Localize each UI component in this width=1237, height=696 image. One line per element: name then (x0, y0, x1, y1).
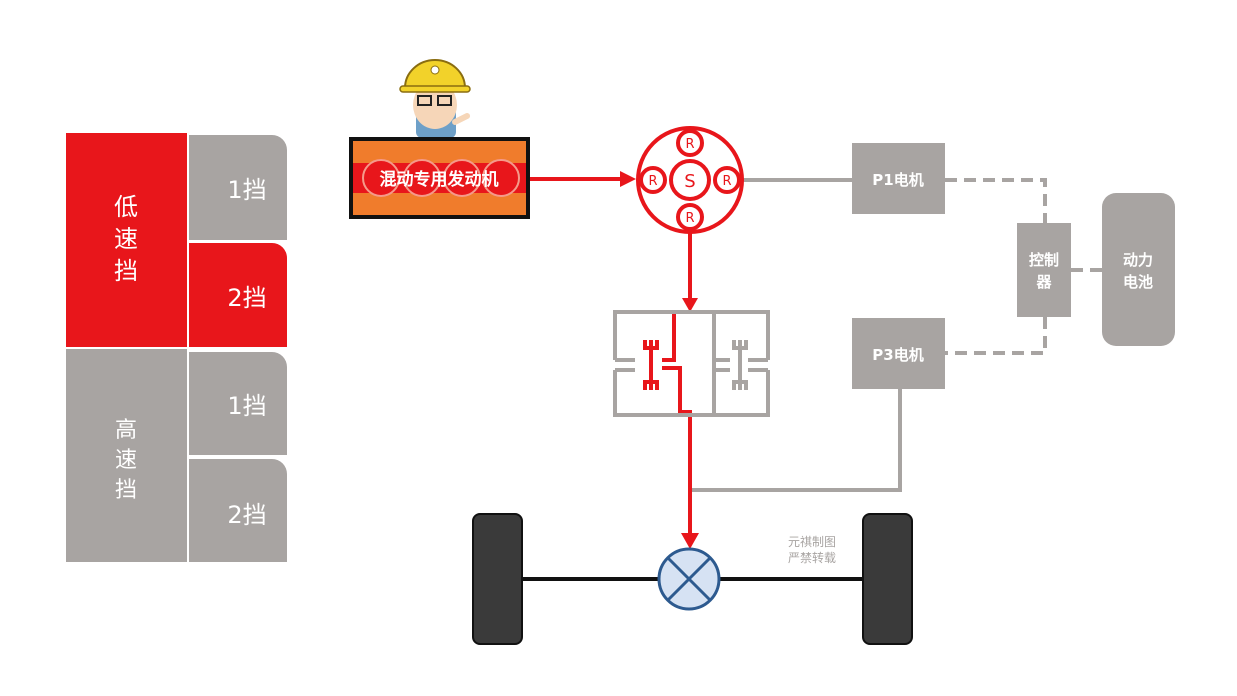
engine-label: 混动专用发动机 (380, 169, 499, 190)
right-wheel (862, 513, 913, 645)
planet-gear-label: R (685, 211, 694, 226)
planet-gear-label: R (648, 174, 657, 189)
high-gear-1-label: 1挡 (227, 392, 266, 420)
p1-motor (852, 143, 945, 214)
p1-motor-label: P1电机 (872, 171, 923, 189)
power-flow (530, 177, 692, 540)
low-gear-1 (189, 135, 287, 240)
planetary-gear (636, 126, 744, 234)
controller-label: 控制 (1029, 251, 1059, 269)
gray-connections (692, 178, 1102, 492)
low-gear-1-label: 1挡 (227, 176, 266, 204)
p3-motor-label: P3电机 (872, 346, 923, 364)
high-speed-block (66, 349, 187, 562)
battery-label: 动力 (1123, 251, 1153, 269)
gearbox (613, 310, 770, 417)
planet-gear-label: R (722, 174, 731, 189)
controller-label: 器 (1035, 273, 1052, 291)
high-gear-2 (189, 459, 287, 562)
arrow-icon (681, 533, 699, 549)
low-gear-2-active (189, 243, 287, 347)
engine-box: 混动专用发动机 (349, 137, 530, 219)
sun-gear-label: S (684, 171, 695, 192)
gear-panel: 低速挡 高速挡 1挡 2挡 1挡 2挡 (66, 133, 287, 562)
engineer-mascot-icon (399, 59, 471, 138)
watermark: 严禁转载 (788, 550, 836, 565)
active-synchronizer (643, 340, 659, 390)
watermark: 元祺制图 (788, 535, 836, 549)
planet-gear-label: R (685, 137, 694, 152)
arrow-icon (682, 298, 698, 312)
low-gear-2-label: 2挡 (227, 284, 266, 312)
low-speed-block (66, 133, 187, 347)
controller (1017, 223, 1071, 317)
low-speed-label: 低速挡 (114, 193, 138, 285)
high-gear-2-label: 2挡 (227, 501, 266, 529)
high-speed-label: 高速挡 (115, 418, 137, 503)
arrow-icon (620, 171, 636, 187)
battery (1102, 193, 1175, 346)
differential-icon (657, 547, 721, 611)
battery-label: 电池 (1123, 273, 1153, 291)
left-wheel (472, 513, 523, 645)
p3-motor (852, 318, 945, 389)
high-gear-1 (189, 352, 287, 455)
